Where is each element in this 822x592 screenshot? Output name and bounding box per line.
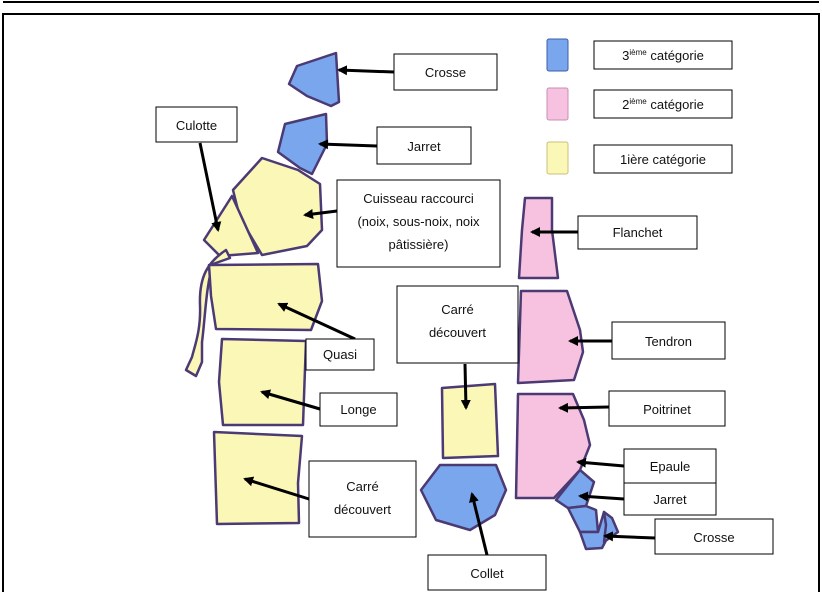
arrow-jarret-fore [578, 491, 625, 502]
arrow-quasi [277, 302, 356, 341]
piece-crosse-top [287, 51, 341, 108]
label-cuisseau: Cuisseau raccourci (noix, sous-noix, noi… [336, 179, 501, 268]
legend-label-cat3: 3ième catégorie [622, 48, 704, 63]
svg-text:découvert: découvert [429, 325, 486, 340]
svg-text:Jarret: Jarret [653, 492, 687, 507]
arrow-jarret-top [318, 139, 378, 150]
legend: 3ième catégorie 2ième catégorie 1ière ca… [546, 38, 733, 175]
legend-swatch-cat2 [546, 87, 569, 121]
svg-text:Tendron: Tendron [645, 334, 692, 349]
label-carre-top: Carré découvert [396, 285, 519, 364]
arrow-collet [469, 492, 489, 556]
svg-text:Collet: Collet [470, 566, 504, 581]
label-crosse-fore: Crosse [654, 518, 774, 555]
piece-jarret-top [276, 112, 329, 176]
label-quasi: Quasi [305, 338, 375, 371]
svg-text:Jarret: Jarret [407, 139, 441, 154]
svg-text:Crosse: Crosse [425, 65, 466, 80]
arrow-cuisseau [303, 209, 338, 219]
label-tendron: Tendron [611, 321, 726, 360]
figure-frame [2, 13, 820, 592]
label-flanchet: Flanchet [577, 215, 698, 250]
label-poitrinet: Poitrinet [608, 390, 726, 427]
svg-text:Poitrinet: Poitrinet [643, 402, 691, 417]
piece-quasi [207, 262, 324, 332]
arrow-crosse-top [337, 65, 395, 76]
arrows [198, 65, 656, 556]
legend-box-cat1 [593, 144, 733, 174]
arrow-epaule [576, 457, 625, 468]
svg-text:Longe: Longe [340, 402, 376, 417]
svg-text:Flanchet: Flanchet [613, 225, 663, 240]
svg-text:Culotte: Culotte [176, 118, 217, 133]
label-longe: Longe [319, 392, 398, 427]
legend-box-cat2 [593, 89, 733, 119]
piece-poitrinet [514, 392, 592, 500]
piece-flanchet [517, 196, 560, 280]
piece-carre-left [212, 430, 304, 526]
arrow-longe [260, 389, 321, 411]
arrow-crosse-fore [603, 531, 656, 542]
piece-tendron [516, 289, 585, 385]
arrow-carre-right [460, 363, 471, 410]
svg-text:Epaule: Epaule [650, 459, 690, 474]
label-collet: Collet [427, 554, 547, 591]
svg-text:Cuisseau raccourci: Cuisseau raccourci [363, 191, 474, 206]
label-culotte: Culotte [155, 106, 238, 143]
svg-text:Crosse: Crosse [693, 530, 734, 545]
piece-carre-right [440, 382, 500, 460]
svg-text:découvert: découvert [334, 502, 391, 517]
legend-box-cat3 [593, 40, 733, 70]
svg-text:pâtissière): pâtissière) [389, 237, 449, 252]
svg-text:Quasi: Quasi [323, 347, 357, 362]
piece-collet [419, 463, 508, 532]
label-jarret-top: Jarret [376, 126, 472, 165]
legend-label-cat2: 2ième catégorie [622, 97, 704, 112]
label-jarret-fore: Jarret [623, 482, 717, 516]
svg-text:Carré: Carré [441, 302, 474, 317]
piece-longe [217, 337, 308, 427]
label-crosse-top: Crosse [393, 53, 498, 91]
label-carre-left: Carré découvert [308, 460, 417, 538]
piece-jarret-fore [566, 504, 600, 534]
legend-swatch-cat1 [546, 141, 569, 175]
label-boxes: Crosse Jarret Culotte Cuisseau raccourci… [155, 53, 774, 591]
arrow-poitrinet [558, 402, 610, 413]
piece-cuisseau [231, 156, 324, 257]
label-epaule: Epaule [623, 448, 717, 484]
legend-swatch-cat3 [546, 38, 569, 72]
piece-tail [184, 248, 232, 378]
arrow-culotte [198, 142, 222, 232]
arrow-carre-left [243, 476, 310, 501]
svg-text:Carré: Carré [346, 479, 379, 494]
legend-label-cat1: 1ière catégorie [620, 152, 706, 167]
svg-text:(noix, sous-noix, noix: (noix, sous-noix, noix [357, 214, 480, 229]
